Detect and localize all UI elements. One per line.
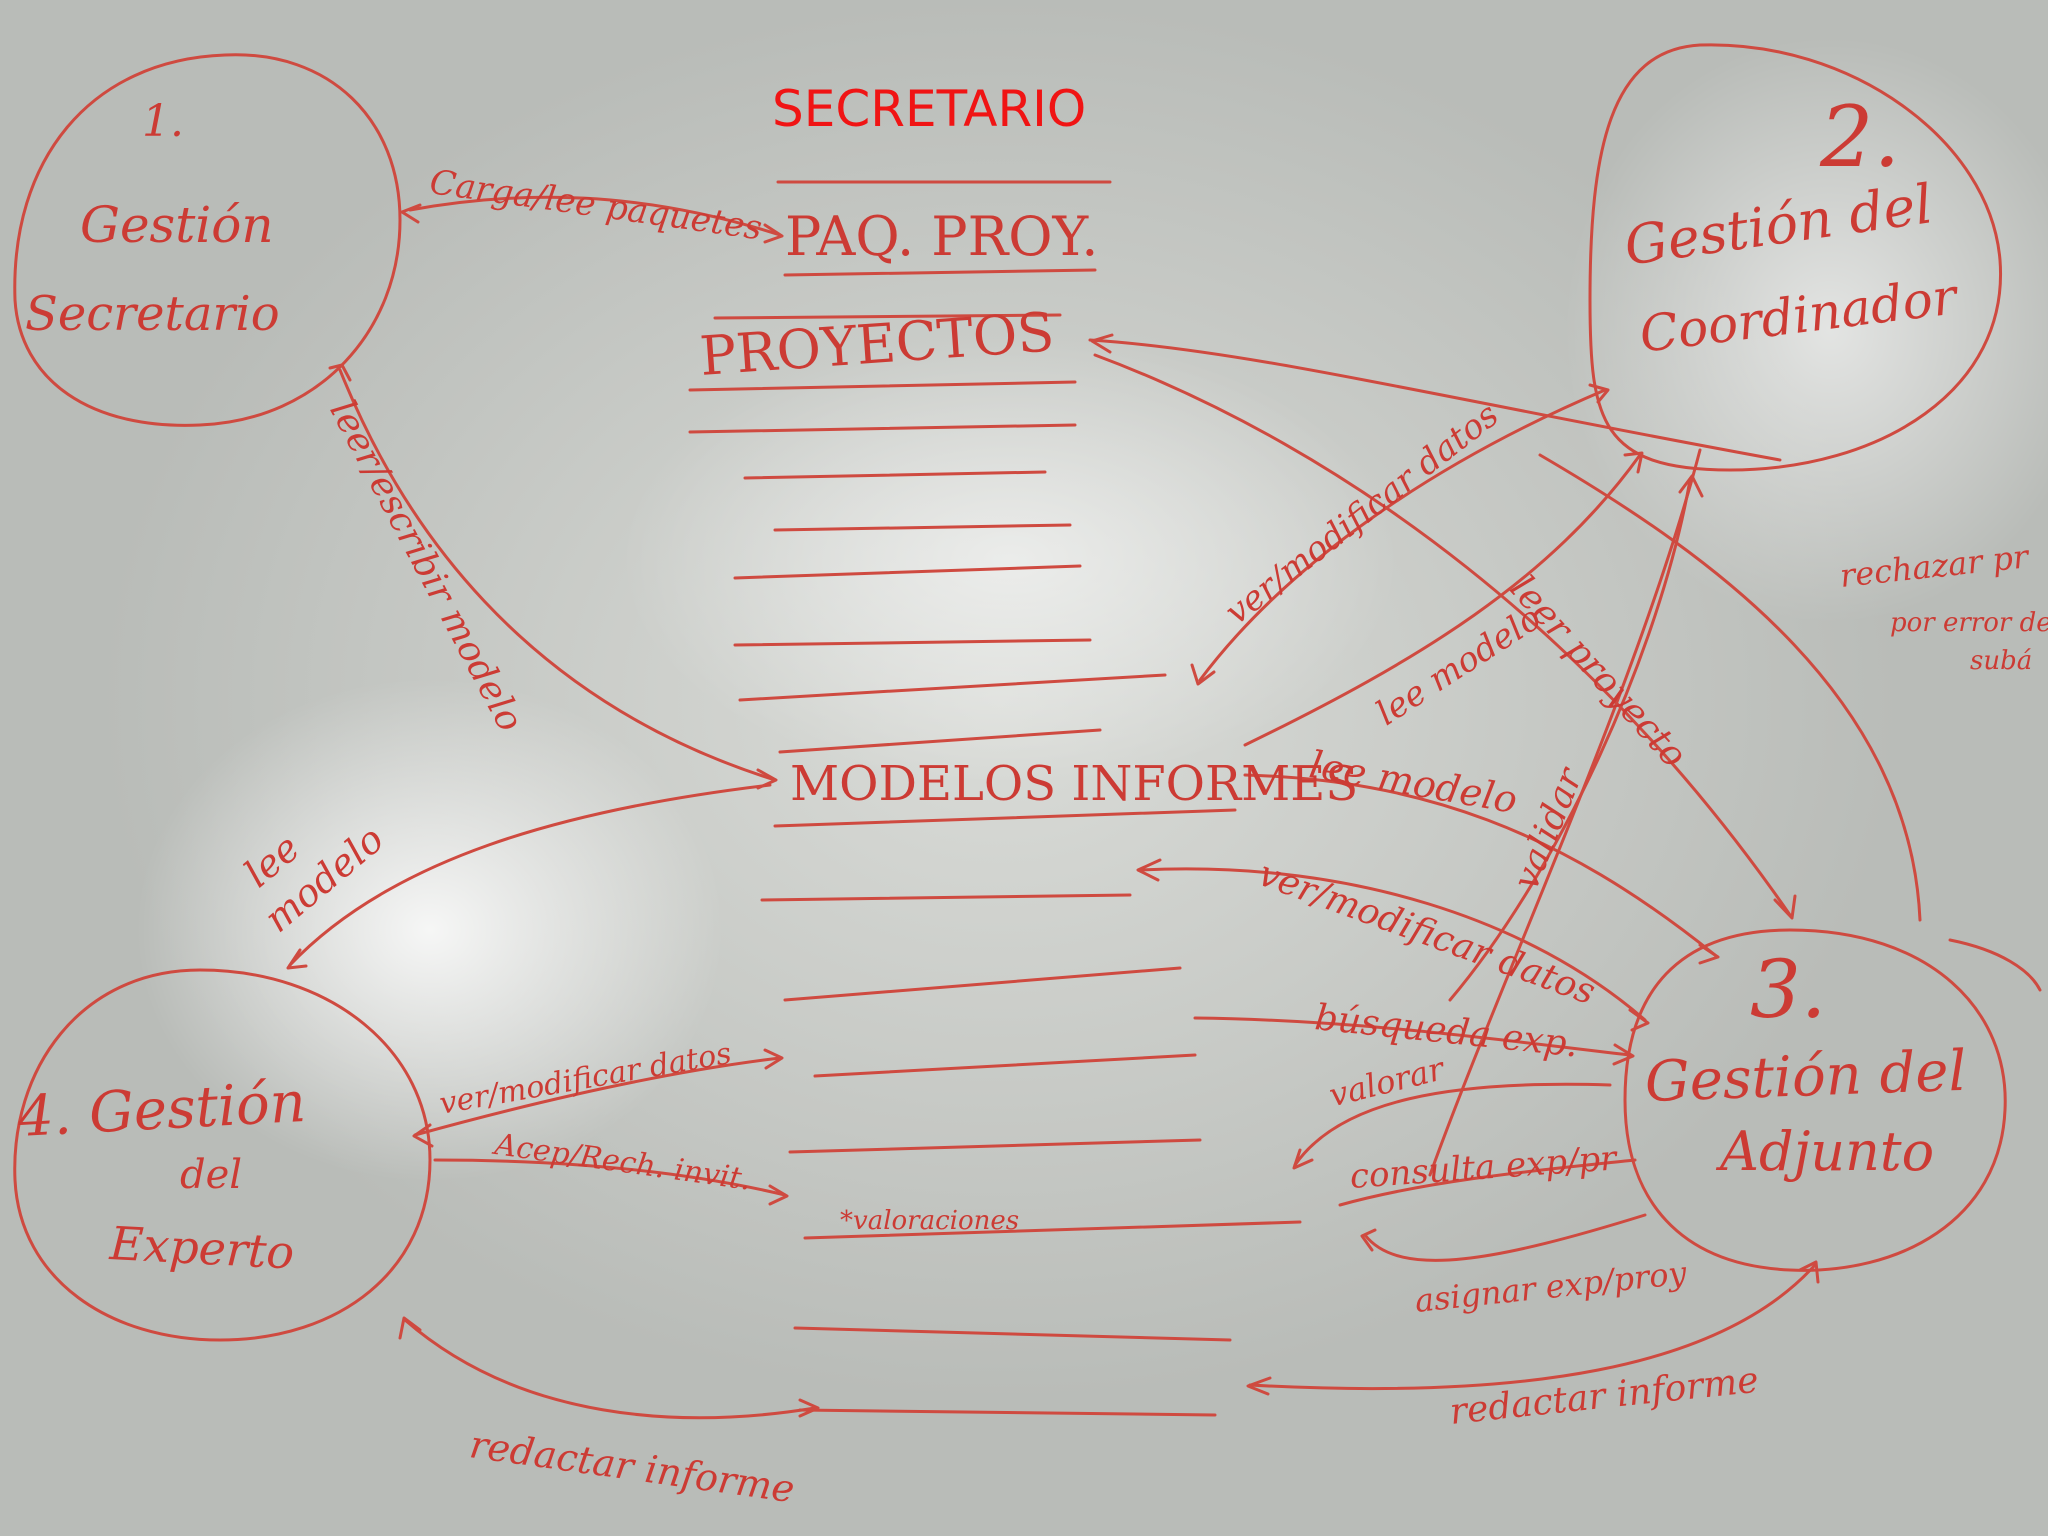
process-1-label-line1: Gestión: [80, 196, 274, 254]
arrowhead: [1678, 474, 1704, 498]
flow-proyectos-coord: [1088, 338, 1782, 462]
flow-label-suba: subá: [1970, 646, 2033, 676]
flow-validar-2: [1428, 448, 1702, 1177]
flow-ver-modificar-adj: [1138, 867, 1647, 1022]
process-2-circle: [1588, 43, 2002, 472]
arrowhead: [1090, 333, 1114, 354]
arrowhead: [768, 1184, 789, 1206]
process-3-extra-arc: [1948, 938, 2042, 992]
flow-redactar-exp: [403, 1318, 817, 1420]
flow-valorar: [1293, 1082, 1612, 1167]
flow-carga-paquetes: [408, 195, 782, 237]
store-modelos-informes: MODELOS INFORMES: [790, 756, 1359, 812]
process-4-circle: [13, 968, 432, 1342]
arrowhead: [1628, 1008, 1650, 1032]
store-line: [688, 380, 1077, 392]
arrowhead: [1623, 451, 1644, 474]
store-line: [783, 966, 1182, 1002]
store-line: [793, 1326, 1232, 1342]
store-line: [798, 1408, 1217, 1417]
flow-ver-modificar-coord: [1198, 388, 1607, 682]
store-line: [778, 728, 1102, 754]
flow-lee-modelo-coord: [1243, 453, 1642, 747]
store-line: [688, 423, 1077, 434]
process-2-number: 2.: [1820, 88, 1901, 186]
process-3-number: 3.: [1750, 943, 1827, 1036]
store-line: [813, 1053, 1197, 1078]
arrowhead: [763, 223, 784, 244]
process-1-number: 1.: [142, 96, 184, 147]
flow-redactar-adj: [1248, 1263, 1817, 1391]
flow-lee-modelo-exp: [288, 783, 772, 967]
process-4-label-line2: del: [180, 1152, 243, 1198]
arrowhead: [400, 203, 422, 224]
arrowhead: [763, 1048, 784, 1070]
store-line: [733, 564, 1082, 580]
store-paq-proy: PAQ. PROY.: [785, 205, 1099, 268]
store-line: [760, 893, 1132, 902]
arrowhead: [1588, 383, 1610, 404]
store-line: [803, 1220, 1302, 1240]
store-line: [713, 313, 1062, 320]
store-line: [773, 808, 1237, 828]
page-title: SECRETARIO: [772, 80, 1087, 138]
flow-busqueda: [1193, 1016, 1632, 1057]
arrowhead: [1773, 894, 1797, 920]
process-3-label-line1: Gestión del: [1643, 1038, 1968, 1115]
process-4-label-line3: Experto: [108, 1216, 296, 1280]
store-line: [738, 673, 1167, 702]
flow-label-por-error: por error de: [1890, 608, 2048, 638]
arrowhead: [286, 948, 308, 970]
store-line: [788, 1138, 1202, 1154]
arrowhead: [412, 1123, 434, 1148]
flow-asignar: [1363, 1213, 1647, 1262]
store-valoraciones: *valoraciones: [840, 1206, 1020, 1236]
flow-rechazar: [1538, 453, 1922, 922]
store-line: [773, 523, 1072, 532]
arrowhead: [1190, 663, 1216, 686]
arrowhead: [1698, 943, 1720, 965]
arrowhead: [1360, 1228, 1377, 1252]
arrowhead: [328, 363, 352, 382]
flow-leer-escribir: [338, 368, 777, 782]
arrowhead: [1136, 858, 1162, 882]
store-line: [783, 268, 1097, 277]
flow-validar: [1448, 478, 1692, 1002]
store-line: [733, 638, 1092, 647]
process-4-label-line1: 4. Gestión: [16, 1069, 308, 1150]
arrowhead: [1246, 1376, 1272, 1396]
arrowhead: [1292, 1148, 1314, 1170]
process-3-label-line2: Adjunto: [1720, 1120, 1935, 1183]
flow-lee-modelo-adj: [1243, 773, 1717, 957]
process-1-label-line2: Secretario: [25, 286, 280, 342]
arrowhead: [398, 1316, 422, 1340]
flow-ver-modificar-exp: [413, 1056, 782, 1137]
arrowhead: [1612, 1043, 1635, 1066]
arrowhead: [756, 768, 778, 790]
flow-leer-proyecto: [1093, 353, 1792, 917]
store-line: [743, 470, 1047, 480]
arrowhead: [798, 1398, 820, 1418]
flow-acep-rech: [433, 1158, 787, 1197]
flow-consulta: [1338, 1158, 1637, 1207]
arrowhead: [1798, 1260, 1820, 1284]
process-1-circle: [13, 53, 402, 427]
